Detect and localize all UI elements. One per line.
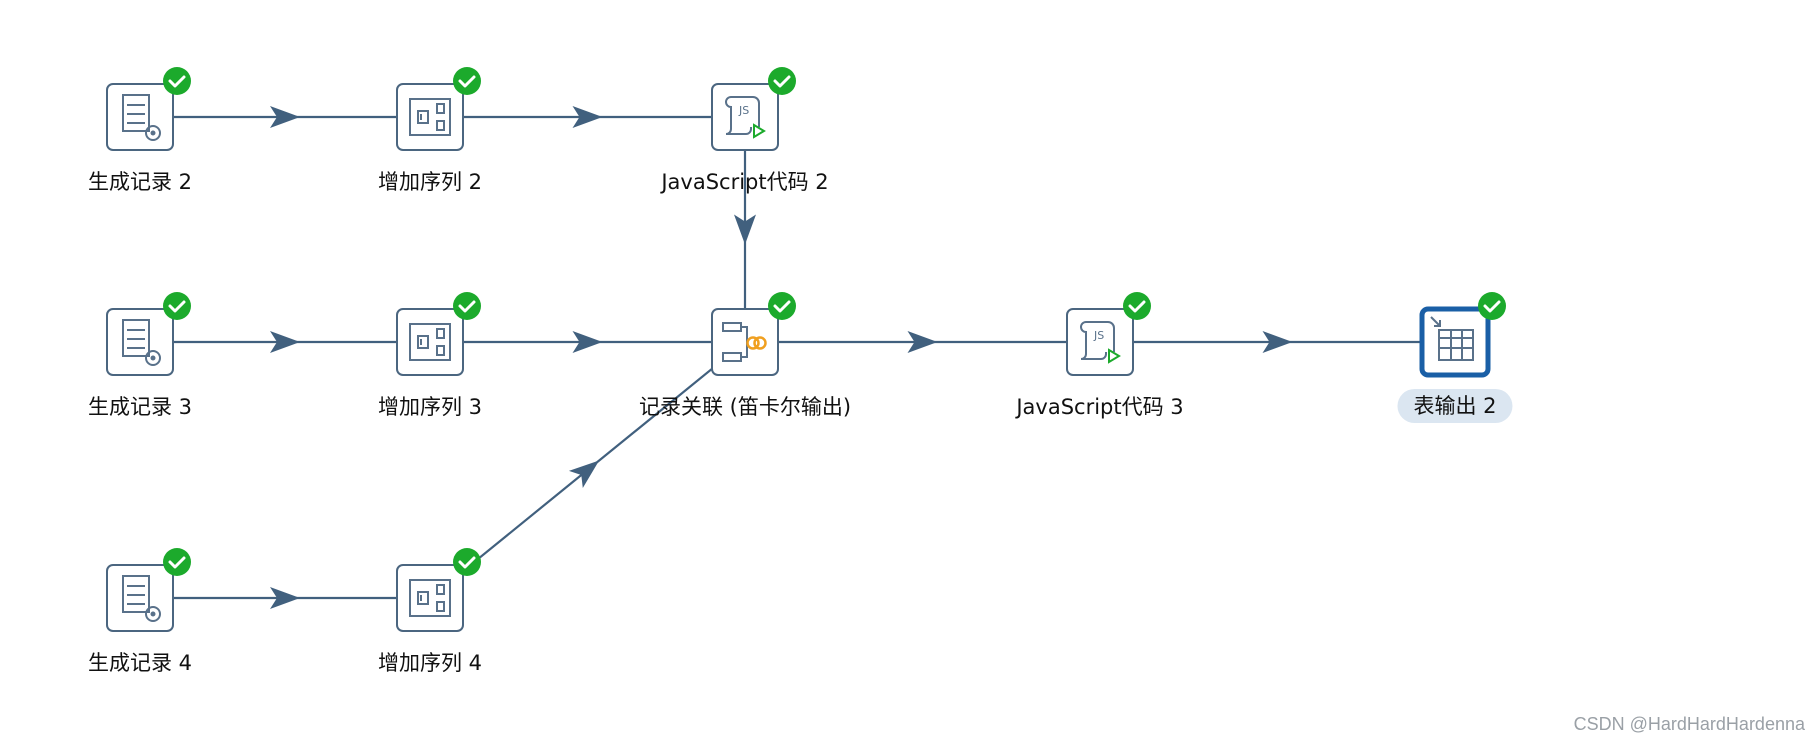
step-join[interactable] xyxy=(711,292,796,376)
step-box[interactable] xyxy=(396,564,464,632)
svg-text:JS: JS xyxy=(1093,329,1104,342)
step-gen3[interactable] xyxy=(106,292,191,376)
hop-arrow-icon xyxy=(1262,331,1293,353)
hop-seq3-join[interactable] xyxy=(463,331,712,353)
hop-arrow-icon xyxy=(270,587,300,609)
step-label-js3[interactable]: JavaScript代码 3 xyxy=(1016,395,1184,419)
hop-join-js3[interactable] xyxy=(778,331,1067,353)
javascript-icon: JS xyxy=(725,96,766,139)
javascript-icon: JS xyxy=(1080,321,1121,364)
watermark: CSDN @HardHardHardenna xyxy=(1573,714,1805,734)
join-icon xyxy=(722,322,767,362)
step-gen4[interactable] xyxy=(106,548,191,632)
step-label-seq3[interactable]: 增加序列 3 xyxy=(377,395,483,419)
hop-arrow-icon xyxy=(270,331,300,353)
check-badge-icon xyxy=(768,67,796,95)
step-js2[interactable]: JS xyxy=(711,67,796,151)
step-out2[interactable] xyxy=(1419,292,1506,378)
hops-layer xyxy=(173,106,1422,609)
step-label-seq4[interactable]: 增加序列 4 xyxy=(377,651,483,675)
table-output-icon xyxy=(1430,316,1474,361)
hop-seq4-join[interactable] xyxy=(454,361,721,579)
hop-js3-out2[interactable] xyxy=(1133,331,1422,353)
check-badge-icon xyxy=(163,292,191,320)
step-box[interactable] xyxy=(1066,308,1134,376)
check-badge-icon xyxy=(453,548,481,576)
step-label-seq2[interactable]: 增加序列 2 xyxy=(377,170,483,194)
hop-arrow-icon xyxy=(270,106,300,128)
steps-layer: JS JS xyxy=(106,67,1506,632)
step-box[interactable] xyxy=(396,83,464,151)
step-label-js2[interactable]: JavaScript代码 2 xyxy=(661,170,829,194)
step-label-gen4[interactable]: 生成记录 4 xyxy=(87,651,193,675)
add-sequence-icon xyxy=(409,98,451,136)
step-seq4[interactable] xyxy=(396,548,481,632)
add-sequence-icon xyxy=(409,579,451,617)
step-box[interactable] xyxy=(711,83,779,151)
svg-text:JS: JS xyxy=(738,104,749,117)
hop-arrow-icon xyxy=(907,331,938,353)
check-badge-icon xyxy=(453,67,481,95)
step-seq2[interactable] xyxy=(396,67,481,151)
step-seq3[interactable] xyxy=(396,292,481,376)
step-box[interactable] xyxy=(106,83,174,151)
hop-arrow-icon xyxy=(568,460,600,488)
generate-rows-icon xyxy=(122,575,161,622)
step-js3[interactable]: JS xyxy=(1066,292,1151,376)
step-box[interactable] xyxy=(396,308,464,376)
hop-gen4-seq4[interactable] xyxy=(173,587,397,609)
hop-js2-join[interactable] xyxy=(734,150,756,309)
check-badge-icon xyxy=(1123,292,1151,320)
step-box[interactable] xyxy=(106,308,174,376)
add-sequence-icon xyxy=(409,323,451,361)
check-badge-icon xyxy=(768,292,796,320)
step-label-join[interactable]: 记录关联 (笛卡尔输出) xyxy=(638,395,852,419)
check-badge-icon xyxy=(1478,292,1506,320)
step-gen2[interactable] xyxy=(106,67,191,151)
check-badge-icon xyxy=(163,67,191,95)
generate-rows-icon xyxy=(122,319,161,366)
step-box[interactable] xyxy=(106,564,174,632)
hop-arrow-icon xyxy=(734,214,756,245)
hop-gen2-seq2[interactable] xyxy=(173,106,397,128)
check-badge-icon xyxy=(163,548,191,576)
step-box[interactable] xyxy=(711,308,779,376)
hop-seq2-js2[interactable] xyxy=(463,106,712,128)
step-label-gen3[interactable]: 生成记录 3 xyxy=(87,395,193,419)
generate-rows-icon xyxy=(122,94,161,141)
step-label-gen2[interactable]: 生成记录 2 xyxy=(87,170,193,194)
step-label-out2[interactable]: 表输出 2 xyxy=(1397,389,1513,423)
hop-arrow-icon xyxy=(572,331,603,353)
check-badge-icon xyxy=(453,292,481,320)
hop-gen3-seq3[interactable] xyxy=(173,331,397,353)
hop-arrow-icon xyxy=(572,106,603,128)
